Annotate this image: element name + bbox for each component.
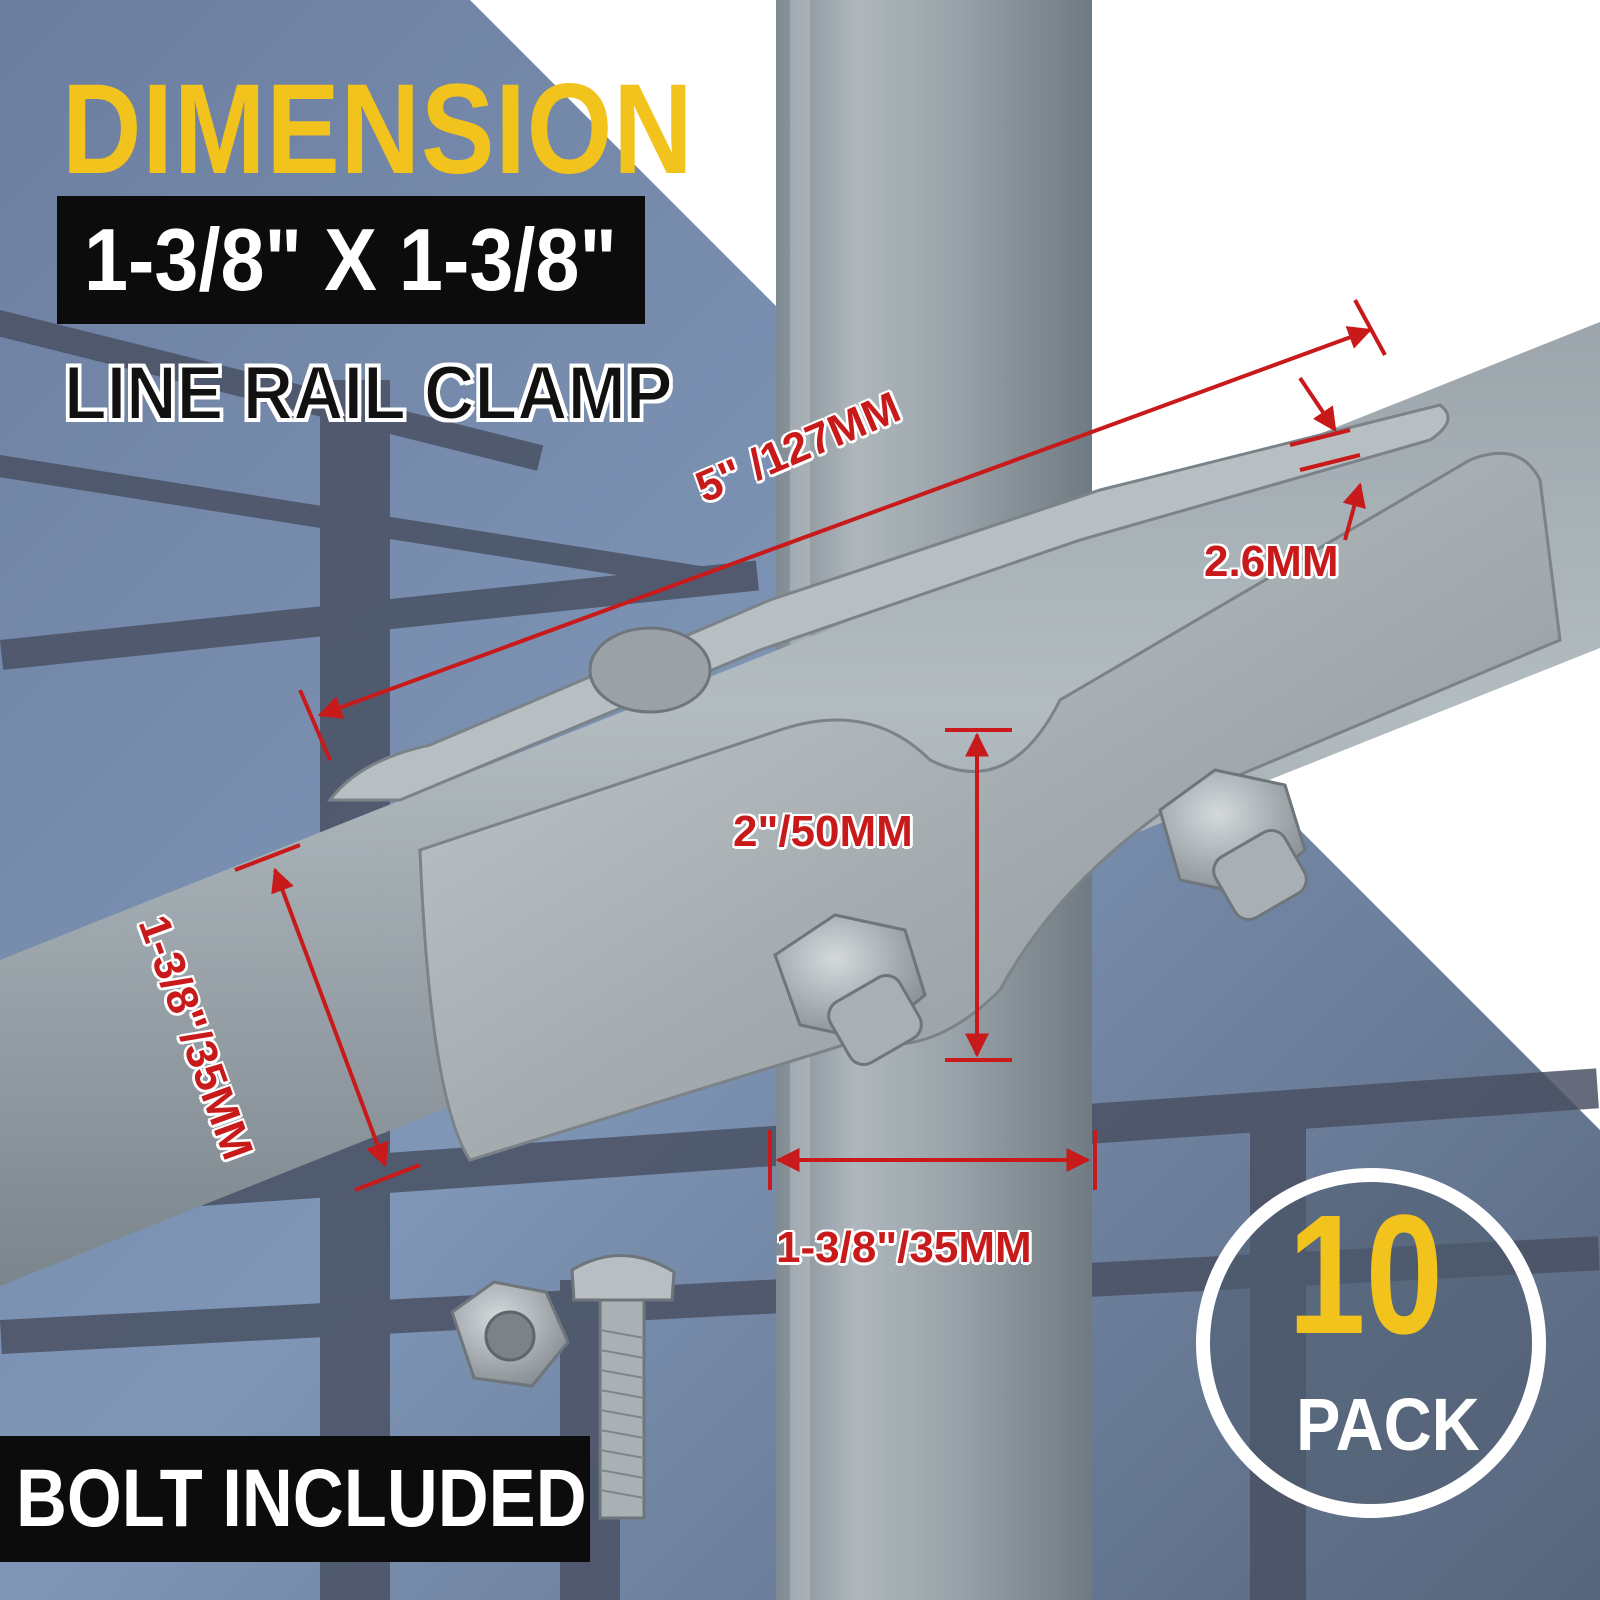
clamp-nut-right: [1158, 768, 1308, 921]
title-heading: DIMENSION: [62, 58, 694, 201]
dimension-line-thickness: [1298, 376, 1337, 432]
size-spec-box: [57, 196, 645, 324]
dimension-label-height: 2"/50MM: [733, 807, 913, 856]
size-spec-text: 1-3/8" X 1-3/8": [84, 210, 617, 309]
pack-unit-label: PACK: [1296, 1383, 1480, 1466]
clamp-nut-left: [773, 913, 927, 1066]
bolt-included-banner: [0, 1436, 590, 1562]
dimension-line-length: [317, 326, 1373, 719]
pack-count: 10: [1288, 1180, 1444, 1370]
dimension-label-thickness: 2.6MM: [1204, 537, 1339, 586]
included-nut-icon: [450, 1280, 570, 1388]
dimension-lines: [234, 299, 1387, 1192]
bolt-included-text: BOLT INCLUDED: [16, 1453, 587, 1544]
product-subtitle: LINE RAIL CLAMP: [63, 351, 673, 436]
dimension-label-pipe-vertical: 1-3/8"/35MM: [776, 1223, 1032, 1272]
dimension-line-pipe-left: [271, 867, 389, 1168]
included-bolt-icon: [570, 1254, 676, 1520]
clamp-nut-rear: [588, 626, 712, 714]
